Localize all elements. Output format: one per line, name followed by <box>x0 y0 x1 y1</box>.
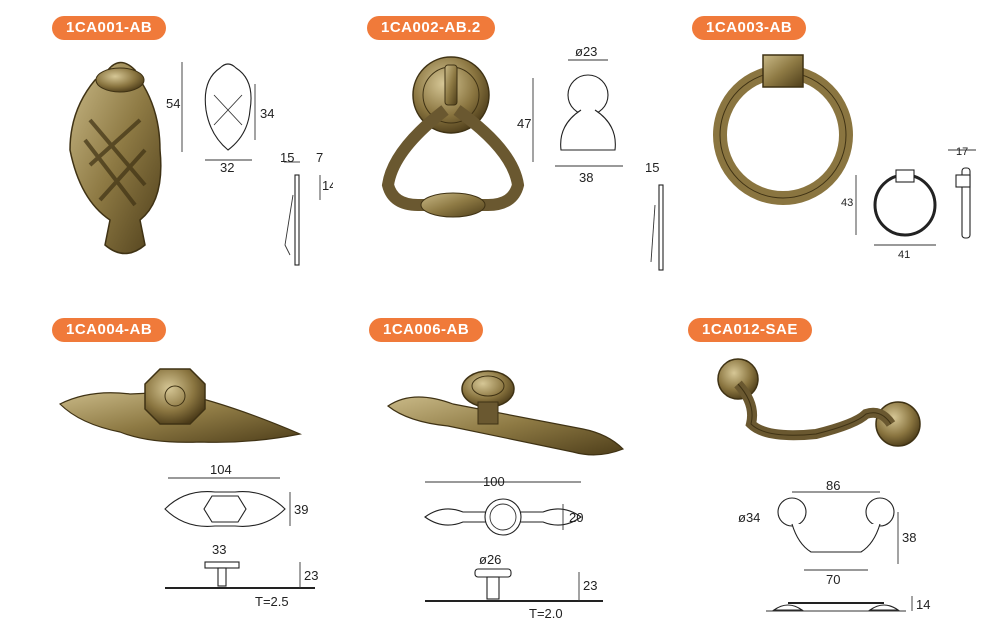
dim-thickness: T=2.5 <box>255 594 289 609</box>
dim-knob: ø26 <box>479 552 501 567</box>
dim-length: 100 <box>483 474 505 489</box>
product-card-1ca002: 1CA002-AB.2 ø23 47 38 15 <box>333 0 666 314</box>
dim-thickness: T=2.0 <box>529 606 563 621</box>
dim-diameter: ø34 <box>738 510 760 525</box>
dim-knob: 33 <box>212 542 226 557</box>
dim-height: 20 <box>569 510 583 525</box>
bail-handle-photo <box>381 56 525 218</box>
pendant-side-drawing: 15 7 14 <box>280 150 333 266</box>
dim-length: 104 <box>210 462 232 477</box>
dim-height: 38 <box>902 530 916 545</box>
product-code-badge: 1CA001-AB <box>52 16 167 40</box>
ring-front-drawing: 43 41 <box>841 169 937 261</box>
product-card-1ca003: 1CA003-AB 43 41 17 <box>666 0 999 314</box>
dim-width: 41 <box>898 249 910 261</box>
dim-projection: 23 <box>304 568 318 583</box>
dim-depth: 14 <box>322 178 333 193</box>
dim-projection: 14 <box>916 597 930 612</box>
knob-side-drawing: ø26 23 T=2.0 <box>425 552 603 621</box>
swan-neck-front-drawing: 86 ø34 38 70 <box>738 478 916 587</box>
product-1ca001-illustration: 54 34 32 15 7 14 <box>69 61 333 266</box>
knob-side-drawing: 33 23 T=2.5 <box>165 542 318 609</box>
product-card-1ca004: 1CA004-AB 104 39 33 23 T=2.5 <box>0 314 333 628</box>
dim-projection: 23 <box>583 578 597 593</box>
ring-side-drawing: 17 <box>948 146 976 239</box>
swan-neck-handle-photo <box>717 358 921 447</box>
dim-height: 54 <box>166 96 180 111</box>
bail-side-drawing: 15 <box>645 160 664 271</box>
product-1ca004-illustration: 104 39 33 23 T=2.5 <box>58 368 318 609</box>
swan-neck-side-drawing: 14 <box>766 596 930 612</box>
dim-height: 39 <box>294 502 308 517</box>
product-code-badge: 1CA006-AB <box>369 318 484 342</box>
product-code-badge: 1CA003-AB <box>692 16 807 40</box>
pendant-handle-photo <box>69 61 162 255</box>
product-1ca006-illustration: 100 20 ø26 23 T=2.0 <box>386 370 625 621</box>
product-card-1ca006: 1CA006-AB 100 20 ø26 23 T=2.0 <box>333 314 666 628</box>
knob-strip-photo <box>386 370 625 456</box>
dim-width: 38 <box>579 170 593 185</box>
product-code-badge: 1CA004-AB <box>52 318 167 342</box>
dim-inner-height: 34 <box>260 106 274 121</box>
dim-height: 43 <box>841 197 853 209</box>
dim-depth: 17 <box>956 146 968 158</box>
product-code-badge: 1CA002-AB.2 <box>367 16 495 40</box>
knob-backplate-photo <box>58 368 303 443</box>
dim-diameter: ø23 <box>575 44 597 59</box>
dim-thickness: 7 <box>316 150 323 165</box>
product-1ca003-illustration: 43 41 17 <box>713 54 976 261</box>
dim-inner: 70 <box>826 572 840 587</box>
dim-height: 47 <box>517 116 531 131</box>
product-card-1ca012: 1CA012-SAE 86 ø34 38 70 14 <box>666 314 999 628</box>
dim-width: 32 <box>220 160 234 175</box>
product-1ca012-illustration: 86 ø34 38 70 14 <box>717 358 930 612</box>
backplate-front-drawing: 104 39 <box>164 462 308 527</box>
product-card-1ca001: 1CA001-AB 54 34 32 <box>0 0 333 314</box>
dim-projection: 15 <box>280 150 294 165</box>
dim-centers: 86 <box>826 478 840 493</box>
product-1ca002-illustration: ø23 47 38 15 <box>381 44 664 271</box>
dim-projection: 15 <box>645 160 659 175</box>
strip-front-drawing: 100 20 <box>424 474 583 536</box>
ring-pull-photo <box>713 54 853 205</box>
pendant-front-drawing: 54 34 32 <box>166 62 274 175</box>
bail-front-drawing: ø23 47 38 <box>517 44 623 185</box>
product-code-badge: 1CA012-SAE <box>688 318 812 342</box>
